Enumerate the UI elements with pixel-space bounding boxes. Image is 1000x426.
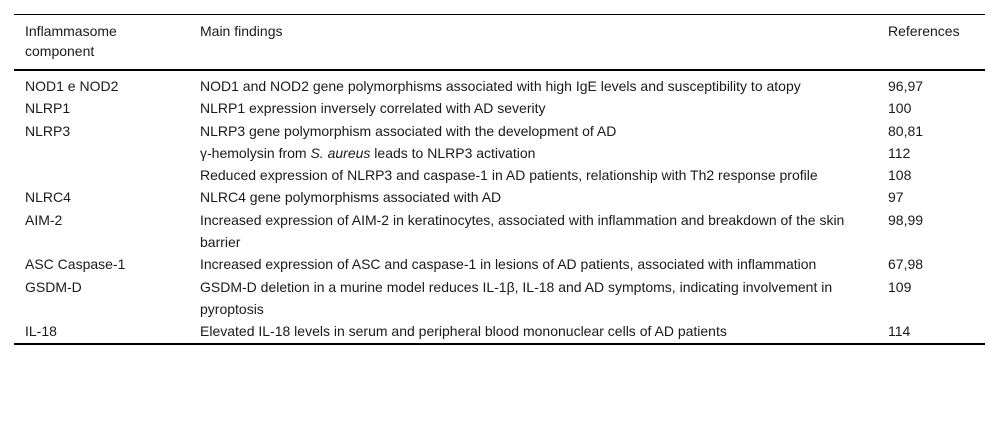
finding-cell: Reduced expression of NLRP3 and caspase-… [200,167,818,184]
component-cell: IL-18 [25,323,57,340]
references-cell: 108 [888,167,912,184]
component-cell: GSDM-D [25,278,82,295]
finding-cell: GSDM-D deletion in a murine model reduce… [200,278,833,317]
finding-cell: Elevated IL-18 levels in serum and perip… [200,323,727,340]
table-row: NLRC4 NLRC4 gene polymorphisms associate… [14,186,985,208]
finding-cell: NLRP1 expression inversely correlated wi… [200,100,546,117]
finding-text-after: leads to NLRP3 activation [370,144,536,161]
references-cell: 100 [888,100,912,117]
references-cell: 114 [888,323,911,340]
species-name: S. aureus [310,144,371,161]
references-cell: 80,81 [888,122,924,139]
component-cell [14,164,200,186]
table-row: γ-hemolysin from S. aureus leads to NLRP… [14,142,985,164]
references-cell: 97 [888,189,904,206]
component-cell: NLRP3 [25,122,71,139]
column-header-findings: Main findings [200,14,888,71]
column-header-component: Inflammasome component [14,14,200,71]
table-row: Reduced expression of NLRP3 and caspase-… [14,164,985,186]
finding-cell: γ-hemolysin from S. aureus leads to NLRP… [200,142,888,164]
table-row: ASC Caspase-1 Increased expression of AS… [14,253,985,275]
table-row: NLRP3 NLRP3 gene polymorphism associated… [14,120,985,142]
column-header-component-label: Inflammasome component [25,23,117,59]
component-cell: AIM-2 [25,211,63,228]
finding-cell: Increased expression of ASC and caspase-… [200,256,817,273]
references-cell: 109 [888,278,912,295]
component-cell: NLRP1 [25,100,71,117]
references-cell: 96,97 [888,78,924,94]
component-cell: ASC Caspase-1 [25,256,126,273]
finding-cell: NLRC4 gene polymorphisms associated with… [200,189,502,206]
column-header-references: References [888,14,985,71]
references-cell: 98,99 [888,211,924,228]
finding-text-before: γ-hemolysin from [200,144,311,161]
component-cell [14,142,200,164]
table-row: NOD1 e NOD2 NOD1 and NOD2 gene polymorph… [14,70,985,97]
finding-cell: Increased expression of AIM-2 in keratin… [200,211,845,251]
finding-cell: NOD1 and NOD2 gene polymorphisms associa… [200,78,801,94]
references-cell: 112 [888,144,911,161]
table-row: GSDM-D GSDM-D deletion in a murine model… [14,276,985,321]
table-row: NLRP1 NLRP1 expression inversely correla… [14,97,985,119]
inflammasome-findings-table: Inflammasome component Main findings Ref… [14,14,985,345]
table-row: AIM-2 Increased expression of AIM-2 in k… [14,209,985,254]
references-cell: 67,98 [888,256,924,273]
component-cell: NOD1 e NOD2 [25,78,119,94]
finding-cell: NLRP3 gene polymorphism associated with … [200,122,617,139]
table-header-row: Inflammasome component Main findings Ref… [14,14,985,71]
table-row: IL-18 Elevated IL-18 levels in serum and… [14,320,985,343]
component-cell: NLRC4 [25,189,71,206]
